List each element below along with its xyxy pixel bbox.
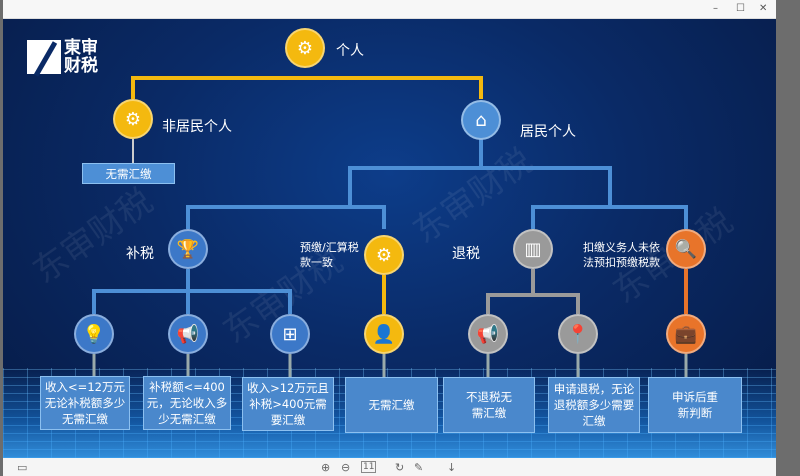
gear-search-icon: ⚙ — [364, 235, 404, 275]
branch-label-yizhi: 预缴/汇算税款一致 — [300, 241, 359, 269]
leaf-box: 申诉后重新判断 — [648, 377, 742, 433]
gear-search-icon: ⚙ — [285, 28, 325, 68]
lightbulb-icon: 💡 — [74, 314, 114, 354]
branch-label-tuishui: 退税 — [452, 246, 480, 262]
home-icon: ⌂ — [461, 100, 501, 140]
org-chart-icon: ⊞ — [270, 314, 310, 354]
nonresident-result: 无需汇缴 — [82, 163, 175, 184]
actual-size-button[interactable]: 11 — [361, 461, 377, 473]
leaf-box: 收入>12万元且补税>400元需要汇缴 — [242, 377, 334, 431]
user-icon: 👤 — [364, 314, 404, 354]
connector-bushui — [92, 269, 292, 314]
title-bar: – ☐ ✕ — [3, 0, 776, 19]
branch-label-bushui: 补税 — [126, 246, 154, 262]
thumbnail-button[interactable]: ▭ — [17, 461, 28, 474]
logo: 東审财税 — [27, 39, 104, 75]
maximize-button[interactable]: ☐ — [736, 3, 745, 14]
zoom-in-button[interactable]: ⊕ — [321, 461, 331, 474]
rotate-button[interactable]: ↻ — [395, 461, 405, 474]
branch-label-koujiao: 扣缴义务人未依法预扣预缴税款 — [583, 241, 660, 269]
connector-level2 — [186, 205, 688, 229]
trophy-icon: 🏆 — [168, 229, 208, 269]
megaphone-icon: 📢 — [168, 314, 208, 354]
close-button[interactable]: ✕ — [759, 3, 768, 14]
leaf-box: 申请退税，无论退税额多少需要汇缴 — [548, 377, 640, 433]
connector-root — [131, 76, 483, 99]
connector-resident — [348, 139, 612, 207]
gears-icon: ⚙ — [113, 99, 153, 139]
nonresident-label: 非居民个人 — [162, 119, 232, 135]
background-area — [776, 40, 800, 476]
connector-lines — [92, 76, 688, 377]
zoom-out-button[interactable]: ⊖ — [341, 461, 351, 474]
leaf-box: 补税额<=400元，无论收入多少无需汇缴 — [143, 376, 231, 430]
briefcase-icon: 💼 — [666, 314, 706, 354]
logo-text: 東审财税 — [64, 38, 98, 76]
leaf-box: 收入<=12万元无论补税额多少无需汇缴 — [40, 376, 130, 430]
search-icon: 🔍 — [666, 229, 706, 269]
megaphone-icon: 📢 — [468, 314, 508, 354]
root-label: 个人 — [336, 43, 364, 59]
bar-chart-icon: ▥ — [513, 229, 553, 269]
viewer-toolbar: ▭ ⊕ ⊖ 11 ↻ ✎ ↓ — [3, 458, 776, 476]
minimize-button[interactable]: – — [713, 3, 718, 14]
connector-tuishui — [486, 269, 580, 314]
download-button[interactable]: ↓ — [447, 461, 457, 474]
connector-leaves — [92, 354, 688, 377]
edit-button[interactable]: ✎ — [414, 461, 424, 474]
map-pin-icon: 📍 — [558, 314, 598, 354]
resident-label: 居民个人 — [520, 124, 576, 140]
leaf-box: 无需汇缴 — [345, 377, 438, 433]
leaf-box: 不退税无需汇缴 — [443, 377, 535, 433]
logo-mark — [27, 40, 61, 74]
